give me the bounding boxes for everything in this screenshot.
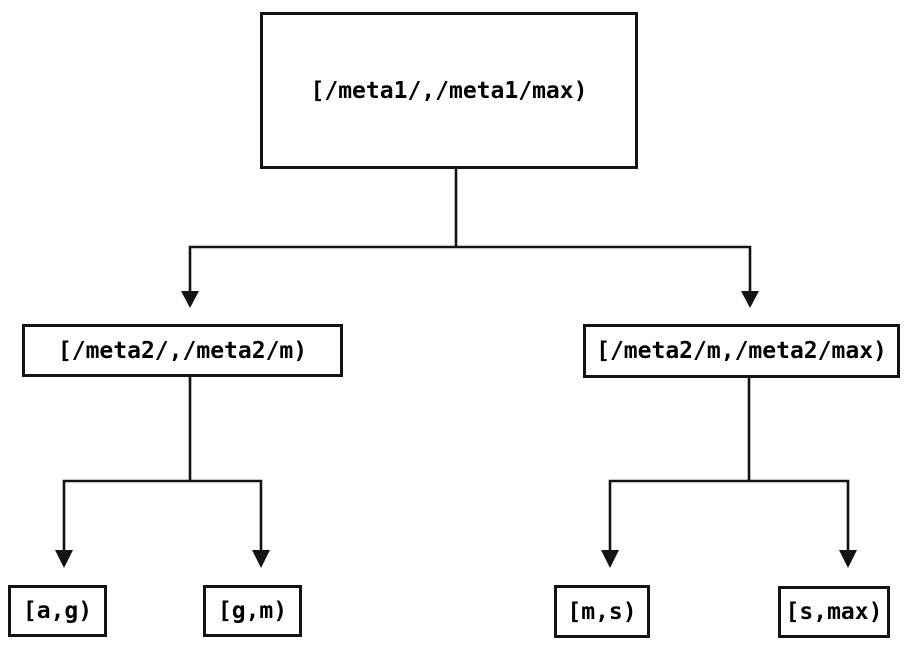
- node-label: [/meta2/,/meta2/m): [57, 337, 308, 364]
- edge-root-to-children: [181, 169, 759, 308]
- node-left-child-range: [/meta2/,/meta2/m): [22, 324, 343, 377]
- node-label: [/meta1/,/meta1/max): [310, 77, 588, 104]
- edge-right-to-leaves: [601, 378, 857, 568]
- edge-root-bar: [188, 245, 752, 292]
- node-leaf-gm: [g,m): [203, 585, 302, 637]
- node-label: [a,g): [22, 598, 93, 624]
- arrow-down-icon: [55, 550, 73, 568]
- node-leaf-ag: [a,g): [8, 585, 107, 637]
- arrow-down-icon: [181, 291, 199, 308]
- edge-left-bar: [62, 479, 263, 551]
- node-label: [/meta2/m,/meta2/max): [596, 338, 887, 364]
- node-right-child-range: [/meta2/m,/meta2/max): [583, 324, 900, 378]
- node-label: [m,s): [567, 598, 637, 625]
- node-label: [s,max): [785, 599, 883, 625]
- node-label: [g,m): [217, 598, 288, 624]
- arrow-down-icon: [839, 550, 857, 568]
- node-root-range: [/meta1/,/meta1/max): [260, 12, 638, 169]
- node-leaf-ms: [m,s): [554, 585, 650, 638]
- arrow-down-icon: [741, 291, 759, 308]
- arrow-down-icon: [252, 550, 270, 568]
- arrow-down-icon: [601, 550, 619, 568]
- node-leaf-smax: [s,max): [778, 586, 890, 638]
- edge-left-to-leaves: [55, 377, 270, 568]
- edge-right-bar: [608, 479, 850, 551]
